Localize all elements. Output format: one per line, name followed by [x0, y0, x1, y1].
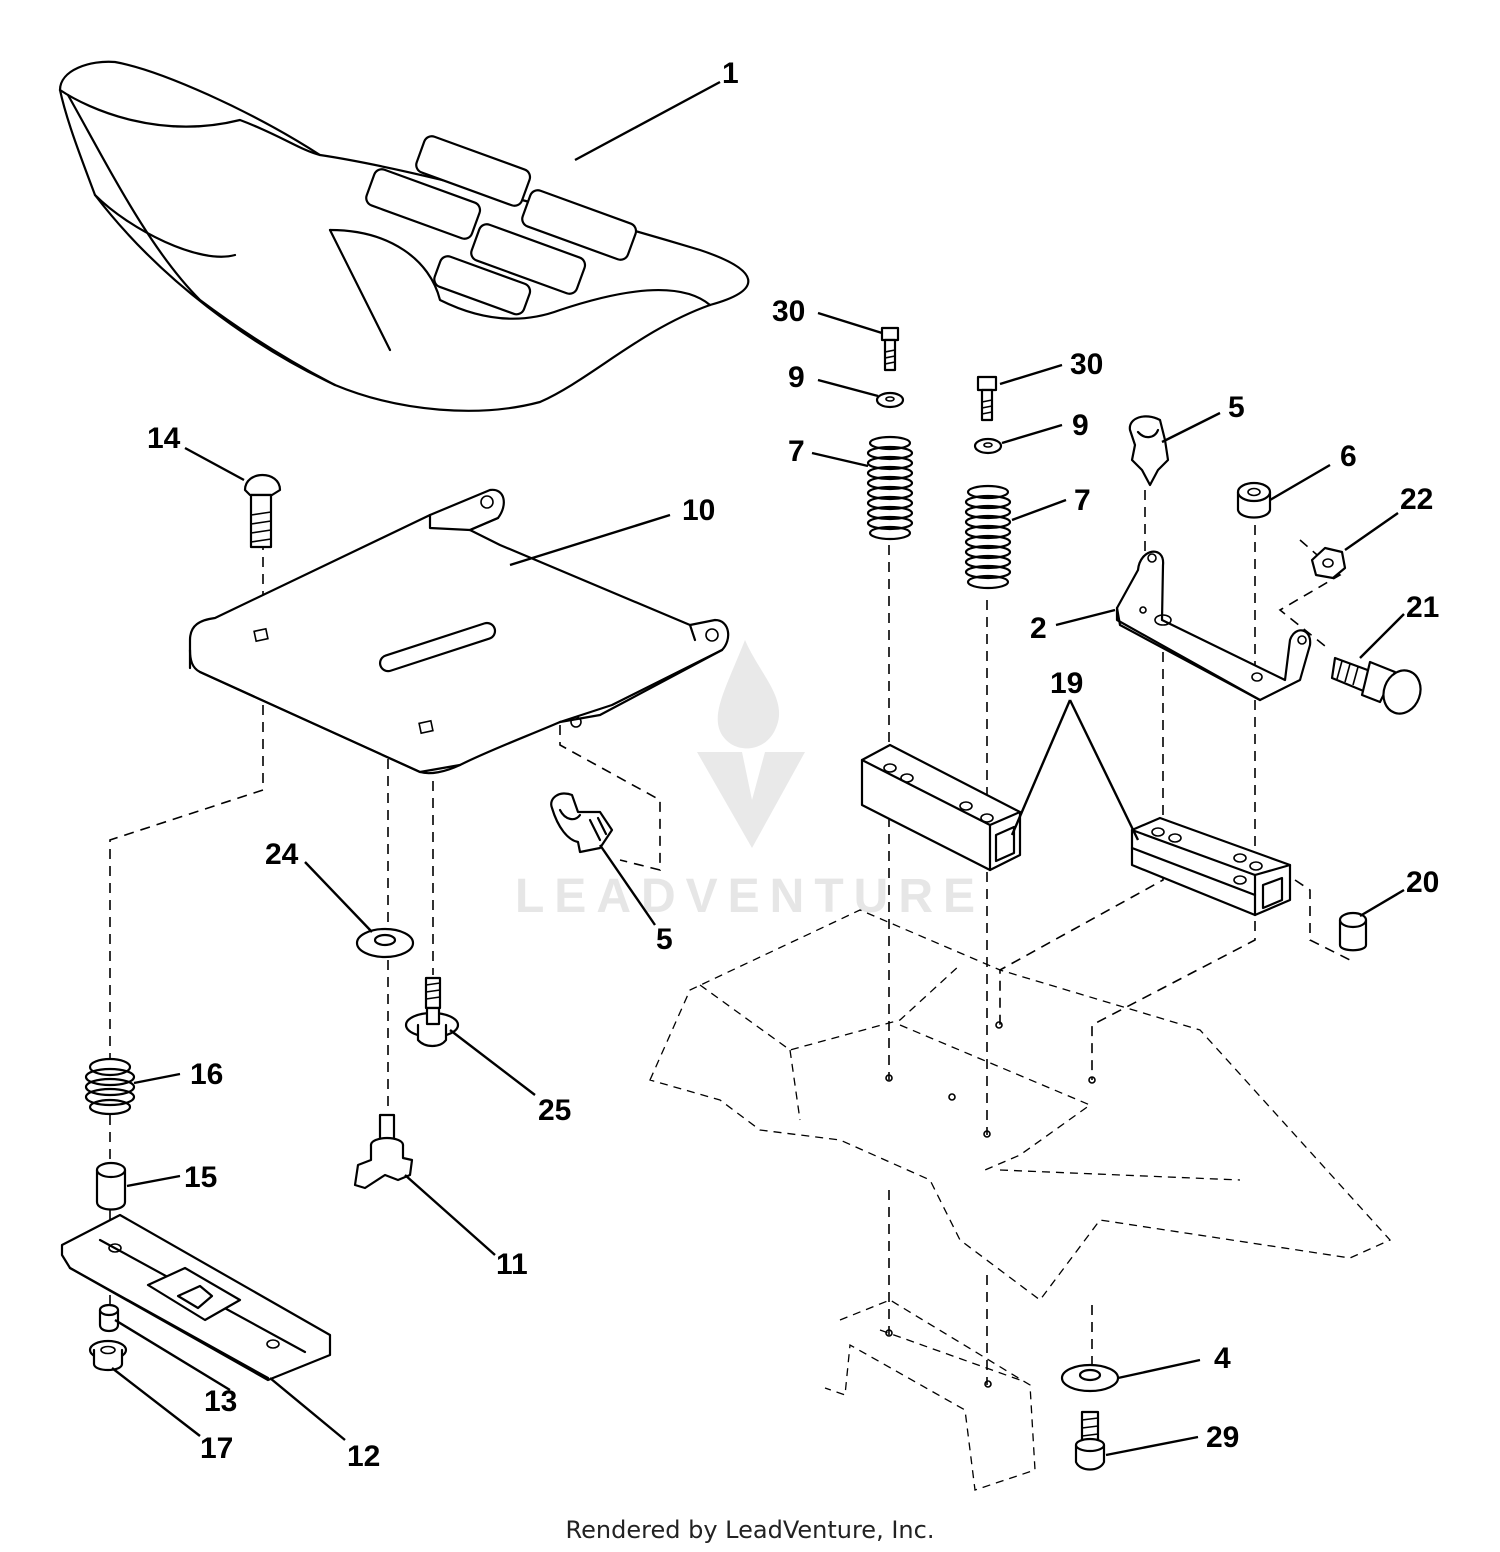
callout-12: 12 — [347, 1440, 380, 1473]
bolt-part-30-right — [976, 375, 998, 422]
seat-part — [58, 60, 750, 412]
washer-part-4 — [1060, 1363, 1120, 1393]
callout-7-right: 7 — [1074, 484, 1091, 517]
callout-1: 1 — [722, 57, 739, 90]
nut-part-13 — [98, 1303, 120, 1333]
callout-16: 16 — [190, 1058, 223, 1091]
channel-part-19-left — [860, 743, 1022, 872]
watermark: LEADVENTURE — [515, 640, 985, 923]
callout-14: 14 — [147, 422, 181, 455]
callout-25: 25 — [538, 1094, 571, 1127]
spring-part-7-right — [964, 484, 1012, 590]
callout-30-left: 30 — [772, 295, 805, 328]
callout-7-left: 7 — [788, 435, 805, 468]
callout-30-right: 30 — [1070, 348, 1103, 381]
callout-15: 15 — [184, 1161, 217, 1194]
nut-part-22 — [1310, 546, 1347, 580]
watermark-text: LEADVENTURE — [515, 870, 985, 923]
callout-21: 21 — [1406, 591, 1439, 624]
callout-11: 11 — [496, 1248, 528, 1281]
watermark-v-icon — [697, 752, 805, 848]
spring-part-7-left — [866, 435, 914, 541]
callout-20: 20 — [1406, 866, 1439, 899]
callout-17: 17 — [200, 1432, 233, 1465]
flange-nut-part-17 — [88, 1339, 128, 1372]
washer-part-24 — [355, 927, 415, 959]
shoulder-bolt-part-21 — [1330, 656, 1422, 715]
clip-part-right — [1128, 415, 1170, 487]
washer-part-9-right — [973, 437, 1003, 455]
callout-2: 2 — [1030, 612, 1047, 645]
callout-5-right: 5 — [1228, 391, 1245, 424]
callout-6: 6 — [1340, 440, 1357, 473]
spacer-part — [95, 1161, 127, 1211]
callout-9-right: 9 — [1072, 409, 1089, 442]
callout-9-left: 9 — [788, 361, 805, 394]
assembly-lines — [109, 490, 1351, 1385]
channel-part-19-right — [1130, 816, 1292, 917]
pivot-bracket-part — [1115, 550, 1312, 702]
bolt-part-30-left — [880, 326, 900, 372]
render-credit: Rendered by LeadVenture, Inc. — [565, 1516, 935, 1544]
clip-part-left — [550, 792, 614, 854]
leader-lines — [111, 80, 1405, 1457]
callout-13: 13 — [204, 1385, 237, 1418]
lock-nut-part — [1236, 481, 1272, 519]
bolt-part-29 — [1074, 1410, 1106, 1471]
wing-knob-part — [353, 1113, 414, 1190]
callout-5-left: 5 — [656, 923, 673, 956]
callout-10: 10 — [682, 494, 715, 527]
shoulder-bolt-part — [404, 976, 460, 1048]
hinge-plate-part — [60, 1213, 332, 1382]
callout-19: 19 — [1050, 667, 1083, 700]
callout-29: 29 — [1206, 1421, 1239, 1454]
spring-part-small — [84, 1057, 136, 1116]
callout-labels: 1 14 10 30 9 30 9 7 7 5 6 22 21 2 19 5 2… — [147, 57, 1439, 1473]
callout-24: 24 — [265, 838, 299, 871]
callout-22: 22 — [1400, 483, 1433, 516]
bushing-part-20 — [1338, 911, 1368, 952]
carriage-bolt-part — [243, 474, 282, 549]
watermark-flame-icon — [717, 640, 780, 749]
seat-pan-part — [188, 488, 730, 775]
callout-4: 4 — [1214, 1342, 1231, 1375]
tractor-frame-outline — [649, 909, 1392, 1491]
washer-part-9-left — [875, 391, 905, 409]
